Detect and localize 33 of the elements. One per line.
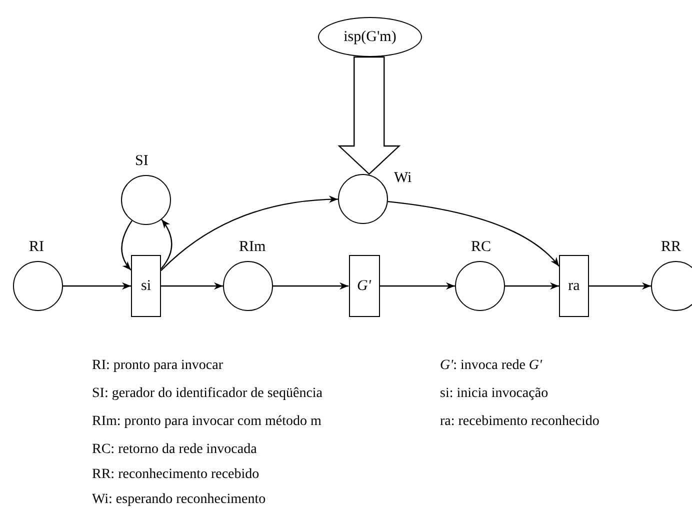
- transition-box: [559, 255, 589, 317]
- arrow: [273, 282, 348, 290]
- legend-text: SI: gerador do identificador de seqüência: [92, 386, 323, 402]
- transition-box: [131, 255, 161, 317]
- legend-text: G': invoca rede G': [440, 358, 542, 374]
- legend-text: RR: reconhecimento recebido: [92, 467, 260, 483]
- legend-text: RIm: pronto para invocar com método m: [92, 414, 322, 430]
- place-name: RIm: [239, 239, 266, 256]
- legend-text: RC: retorno da rede invocada: [92, 442, 257, 458]
- arrow: [160, 196, 338, 272]
- legend-text: ra: recebimento reconhecido: [440, 414, 600, 430]
- ellipse-label: isp(G'm): [344, 28, 396, 46]
- arrow: [63, 282, 131, 290]
- arrow: [589, 282, 651, 290]
- arrow: [121, 220, 132, 270]
- place-name: RI: [29, 239, 44, 256]
- legend-text: si: inicia invocação: [440, 386, 548, 402]
- legend-text: Wi: esperando reconhecimento: [92, 492, 266, 508]
- place-name: Wi: [394, 170, 412, 187]
- arrow: [161, 282, 223, 290]
- arrow: [380, 282, 455, 290]
- transition-name: si: [140, 278, 151, 294]
- place-name: RC: [471, 239, 492, 256]
- legend-text: RI: pronto para invocar: [92, 358, 224, 374]
- place-name: SI: [135, 153, 148, 170]
- arrow: [388, 200, 560, 267]
- arrow: [505, 282, 559, 290]
- transition-box: [348, 255, 380, 317]
- transition-name: ra: [568, 278, 580, 294]
- arrow: [160, 219, 172, 270]
- block-arrow: [338, 56, 401, 175]
- transition-name: G': [356, 278, 372, 294]
- place-name: RR: [661, 239, 682, 256]
